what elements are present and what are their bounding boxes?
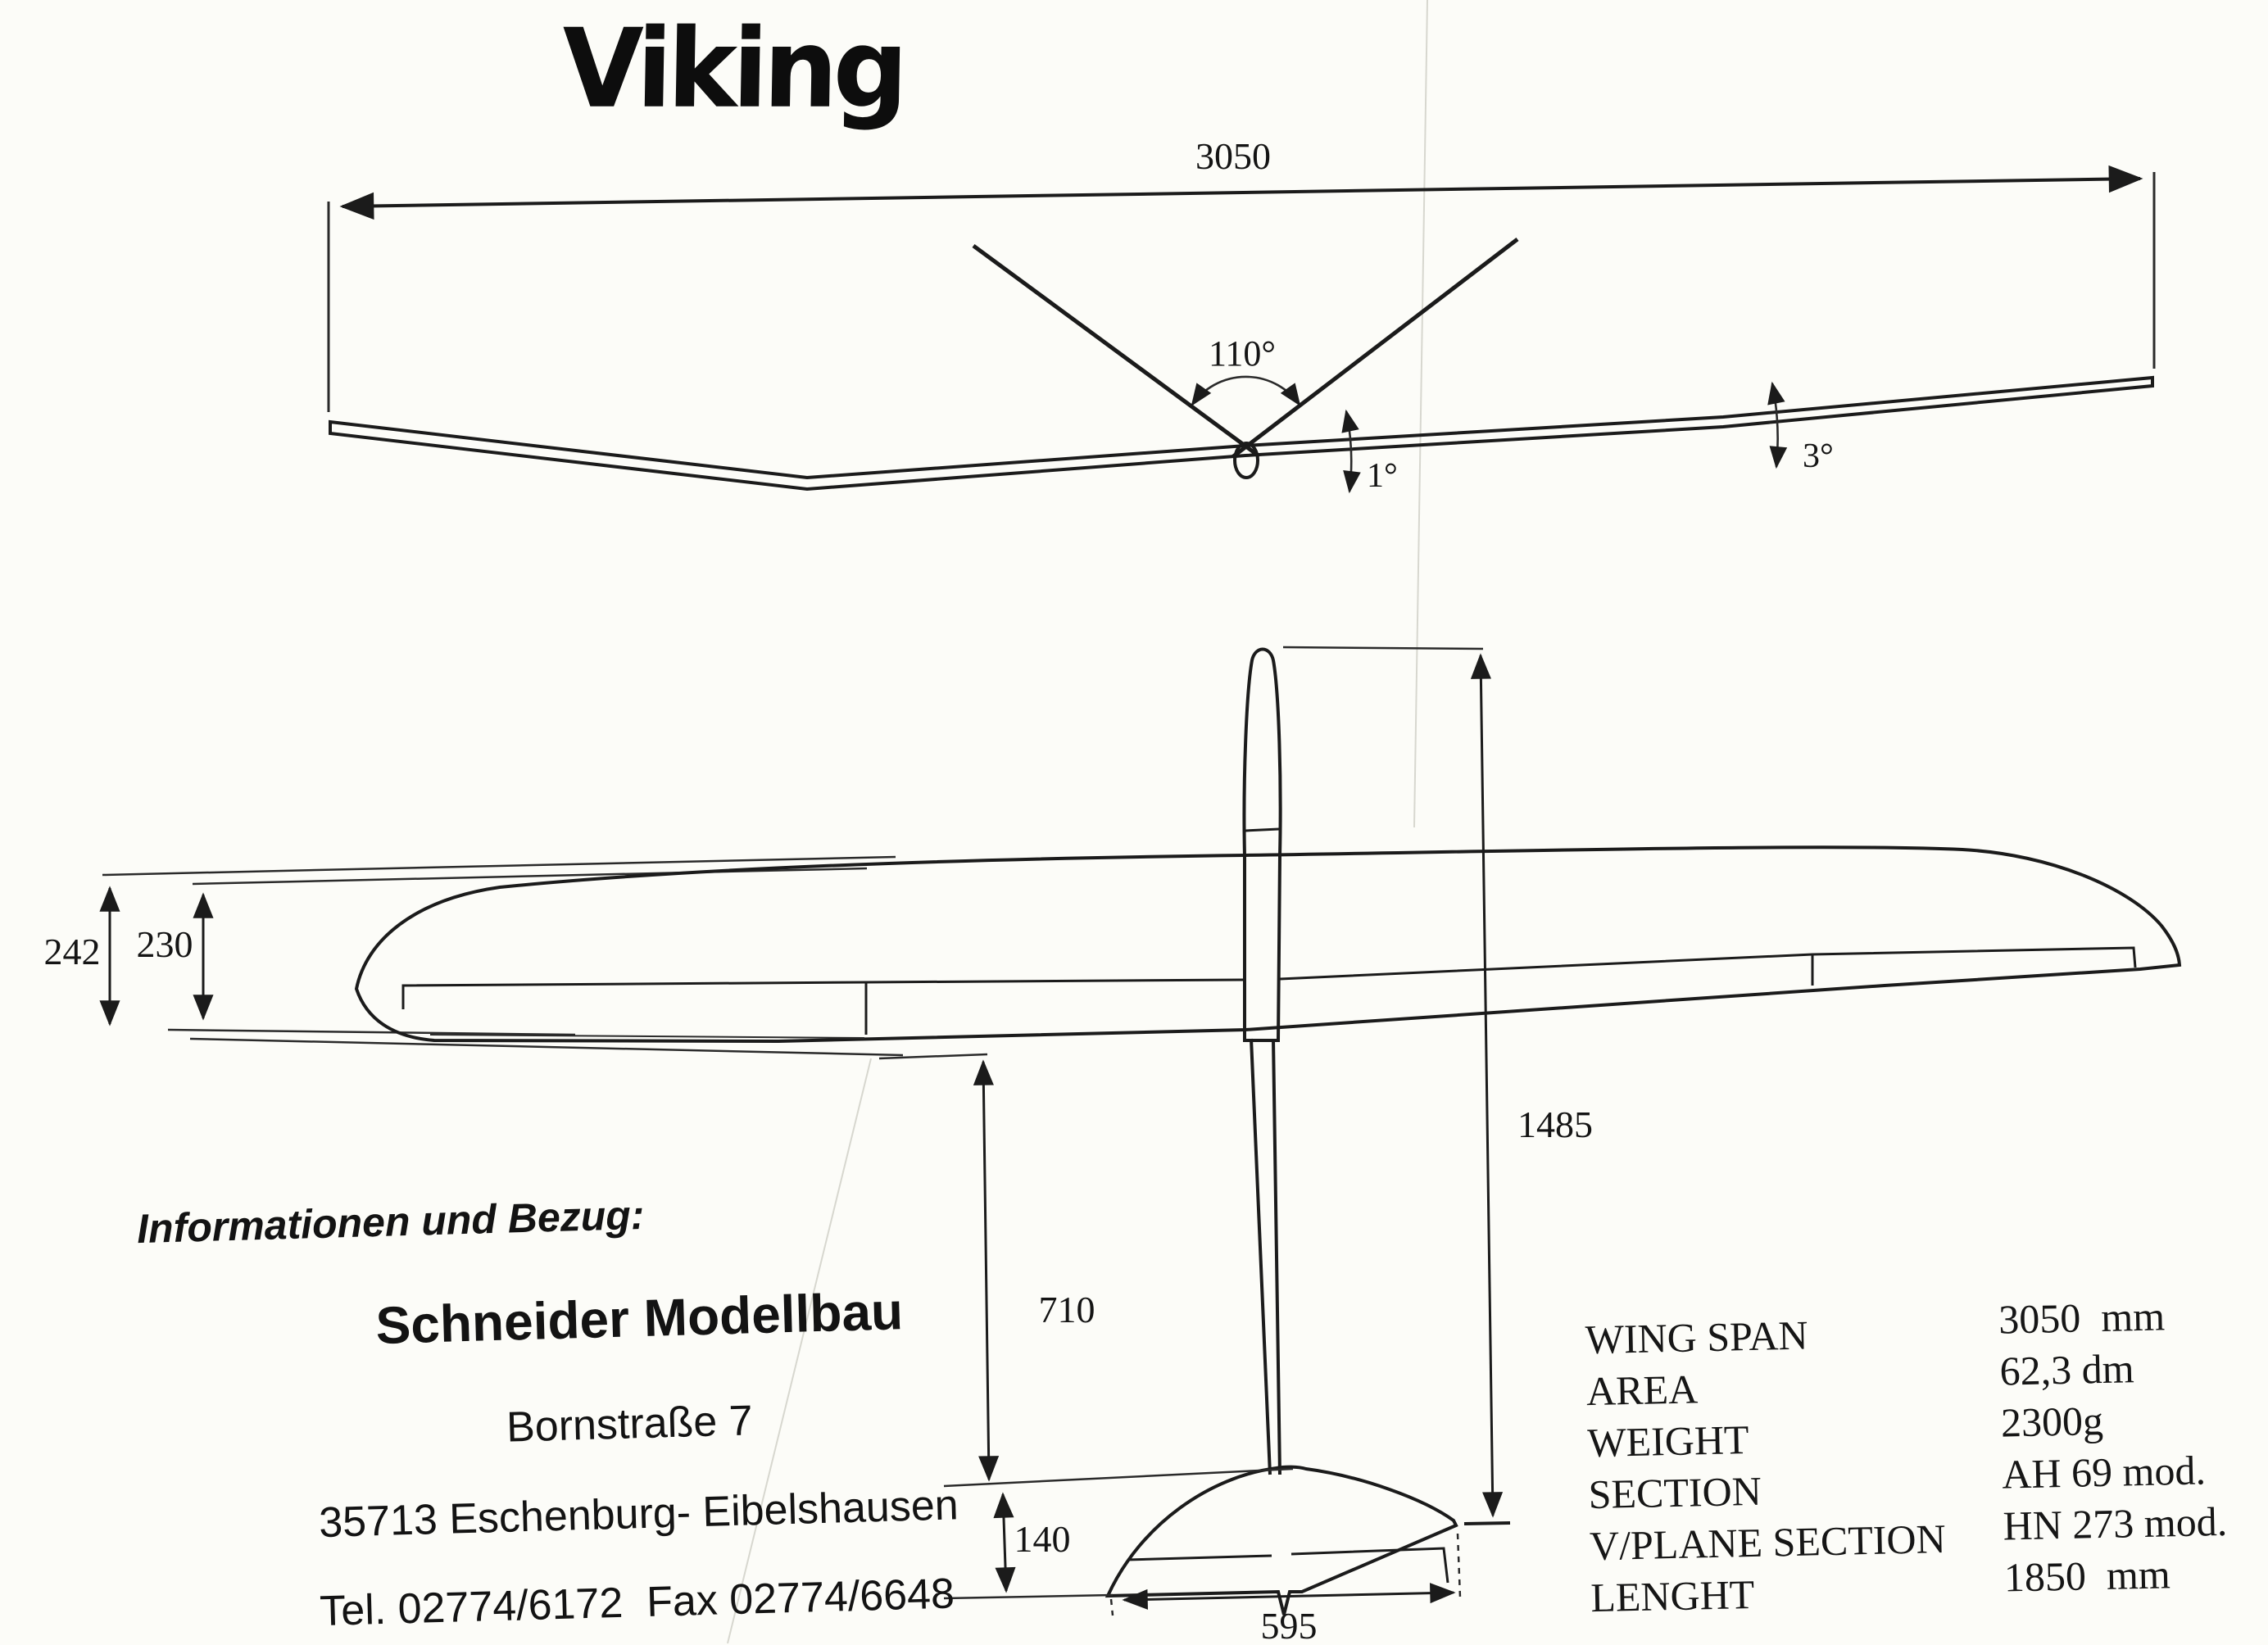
tail-chord-ext-bottom bbox=[943, 1593, 1114, 1600]
spec-label: SECTION bbox=[1588, 1467, 1762, 1518]
tail-arm-dimension-label: 1485 bbox=[1517, 1103, 1593, 1145]
vtail-angle-arc bbox=[1191, 375, 1301, 406]
fuselage-pod-outline bbox=[1242, 647, 1282, 1042]
span-dimension-line bbox=[339, 165, 2143, 220]
fuselage-cross-section bbox=[1233, 442, 1259, 479]
spec-label: WING SPAN bbox=[1585, 1312, 1809, 1363]
contact-street: Bornstraße 7 bbox=[506, 1397, 754, 1452]
tip-angle-arc bbox=[1767, 381, 1788, 469]
boom-length-dimension-line bbox=[973, 1059, 1000, 1482]
spec-value: 62,3 dm bbox=[1999, 1345, 2135, 1394]
trailing-edge-inner-line bbox=[429, 1034, 865, 1039]
vtail-angle-label: 110° bbox=[1209, 333, 1276, 374]
tailplane-outline bbox=[1105, 1465, 1458, 1616]
tail-boom-left-edge bbox=[1250, 1038, 1272, 1475]
chord-outer-dimension-label: 242 bbox=[44, 931, 101, 972]
chord-ext-bottom-outer bbox=[189, 1037, 904, 1057]
tail-boom-right-edge bbox=[1272, 1038, 1281, 1475]
canopy-line bbox=[1245, 827, 1280, 832]
hinge-line-left bbox=[401, 978, 1245, 1009]
wing-front-outline bbox=[329, 375, 2154, 492]
elevator-line-right bbox=[1290, 1547, 1449, 1584]
span-dimension-label: 3050 bbox=[1195, 135, 1271, 177]
spec-table: WING SPAN 3050 mm AREA 62,3 dm WEIGHT 23… bbox=[1585, 1293, 2229, 1625]
spec-value: 1850 mm bbox=[2003, 1551, 2171, 1601]
wing-plan-outline bbox=[354, 845, 2182, 1044]
plan-view: 242 230 1485 710 140 595 bbox=[44, 646, 2182, 1645]
spec-label: LENGHT bbox=[1590, 1570, 1755, 1621]
chord-ext-bottom-inner bbox=[167, 1028, 576, 1036]
hinge-line-right bbox=[1279, 946, 2137, 981]
spec-value: 3050 mm bbox=[1998, 1293, 2166, 1343]
spec-label: WEIGHT bbox=[1586, 1416, 1750, 1466]
chord-ext-top-outer bbox=[102, 855, 896, 877]
elevator-line-left bbox=[1127, 1554, 1272, 1561]
incidence-angle-label: 1° bbox=[1367, 457, 1398, 495]
tail-chord-dimension-line bbox=[993, 1492, 1016, 1593]
vtail-left-line bbox=[972, 243, 1261, 459]
front-view: 3050 110° 1° 3° bbox=[327, 135, 2156, 495]
chord-ext-top-inner bbox=[192, 867, 868, 886]
spec-value: 2300g bbox=[2000, 1397, 2104, 1446]
chord-root-dimension-label: 230 bbox=[137, 923, 193, 965]
tail-span-dimension-label: 595 bbox=[1261, 1605, 1318, 1645]
boom-length-dimension-label: 710 bbox=[1039, 1289, 1095, 1330]
tail-arm-dimension-line bbox=[1470, 653, 1504, 1518]
boom-ext-bottom bbox=[943, 1467, 1294, 1488]
spec-label: AREA bbox=[1585, 1366, 1699, 1415]
tail-chord-dimension-label: 140 bbox=[1014, 1518, 1071, 1560]
scan-crease-vertical bbox=[1413, 0, 1428, 828]
spec-label: V/PLANE SECTION bbox=[1589, 1516, 1947, 1570]
boom-ext-top bbox=[878, 1053, 988, 1060]
tip-angle-label: 3° bbox=[1803, 437, 1834, 475]
spec-value: AH 69 mod. bbox=[2001, 1447, 2207, 1498]
incidence-angle-arc bbox=[1341, 409, 1361, 494]
vtail-right-line bbox=[1231, 238, 1519, 459]
tail-arm-ext-bottom bbox=[1463, 1521, 1511, 1525]
tail-span-ext-right bbox=[1456, 1533, 1462, 1598]
tail-arm-ext-top bbox=[1282, 646, 1484, 650]
tail-span-dimension-line bbox=[1122, 1583, 1456, 1610]
tail-span-ext-left bbox=[1109, 1598, 1114, 1616]
scan-crease-diagonal bbox=[727, 1058, 872, 1644]
spec-value: HN 273 mod. bbox=[2003, 1498, 2228, 1549]
